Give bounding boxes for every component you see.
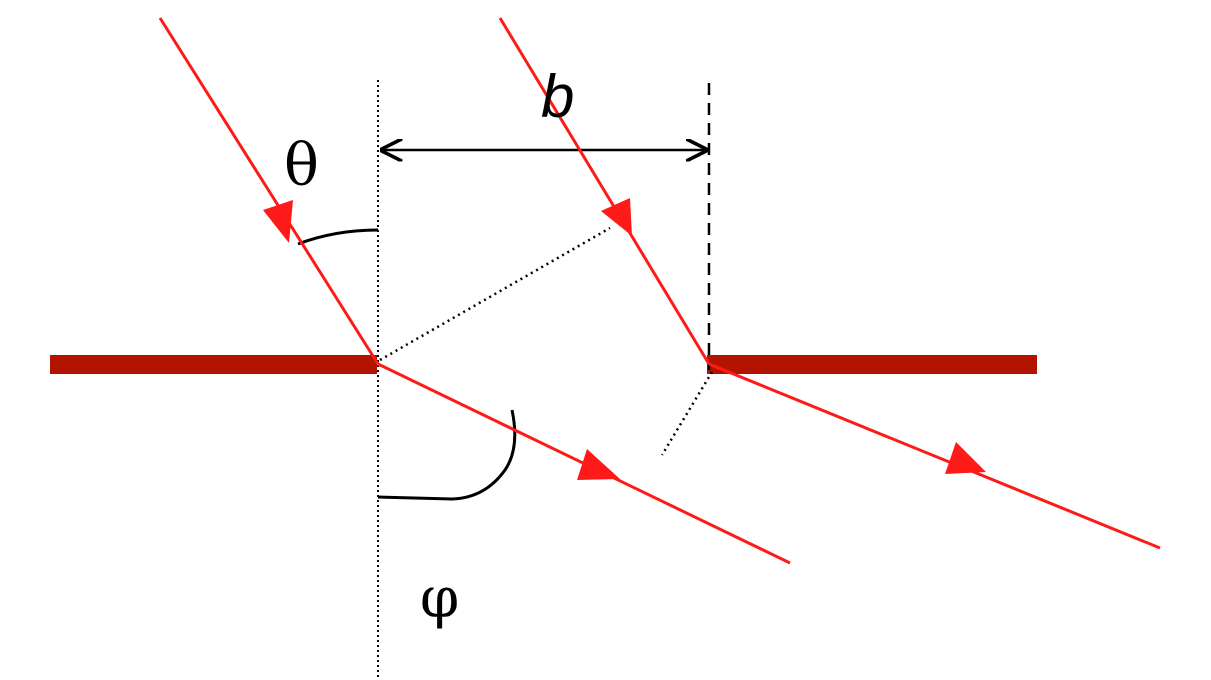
path-difference-incident xyxy=(379,226,611,362)
incident-right-arrowhead xyxy=(601,198,632,236)
phi-arc xyxy=(377,409,517,501)
diffracted-left-arrowhead xyxy=(577,449,620,480)
incident-ray-right xyxy=(498,17,711,365)
theta-arc xyxy=(297,228,379,246)
theta-label: θ xyxy=(284,131,319,199)
phi-label: φ xyxy=(420,566,459,631)
b-label: b xyxy=(541,63,574,130)
path-difference-diffracted xyxy=(660,371,714,456)
barrier-right xyxy=(707,355,1037,374)
diffracted-ray-right xyxy=(708,362,1161,550)
incident-ray-left xyxy=(158,17,380,365)
barrier-left xyxy=(50,355,377,374)
diffracted-right-arrowhead xyxy=(945,442,986,474)
incident-left-arrowhead xyxy=(263,200,293,243)
